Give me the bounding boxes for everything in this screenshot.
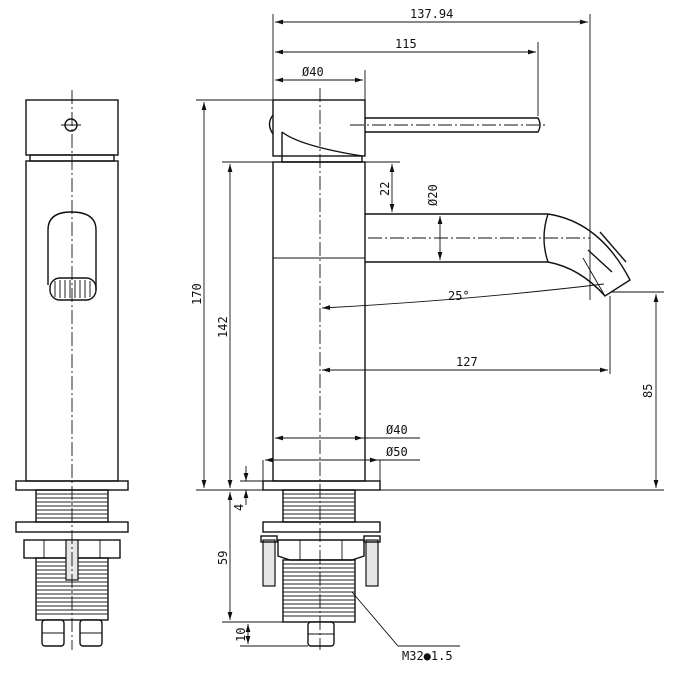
front-spout (365, 213, 631, 297)
dim-spout-angle: 25° (448, 289, 470, 303)
front-top-cap (272, 99, 366, 157)
front-stud-right (365, 539, 379, 587)
front-body (272, 161, 366, 482)
aerator-icon (49, 277, 97, 301)
dimension-labels: 137.94 115 Ø40 170 142 22 Ø20 25° 127 85… (190, 7, 655, 663)
thread-spec: M32●1.5 (402, 649, 453, 663)
side-spout (47, 211, 97, 262)
dim-base-diameter: Ø50 (386, 445, 408, 459)
front-shank-thread (283, 493, 355, 519)
dim-spout-offset: 22 (378, 182, 392, 196)
dim-body-height: 170 (190, 283, 204, 305)
dim-overall-width: 137.94 (410, 7, 453, 21)
dim-spout-height: 142 (216, 316, 230, 338)
dim-handle-length: 115 (395, 37, 417, 51)
front-lower-thread (283, 563, 355, 617)
dim-top-diameter: Ø40 (302, 65, 324, 79)
front-base (262, 480, 381, 491)
dimension-lines (196, 14, 664, 647)
dim-spout-reach: 127 (456, 355, 478, 369)
dim-spout-diameter: Ø20 (426, 184, 440, 206)
dim-body-diameter: Ø40 (386, 423, 408, 437)
front-view (260, 88, 631, 650)
front-stud-left (262, 539, 276, 587)
front-nut (277, 539, 365, 561)
side-lower-thread (36, 561, 108, 615)
dim-shank-length: 59 (216, 551, 230, 565)
front-washer (262, 521, 381, 533)
cap-cone (281, 131, 363, 163)
dim-base-thickness: 4 (232, 504, 246, 511)
dim-outlet-height: 85 (641, 384, 655, 398)
dim-tail-length: 10 (234, 628, 248, 642)
side-view (15, 90, 129, 650)
